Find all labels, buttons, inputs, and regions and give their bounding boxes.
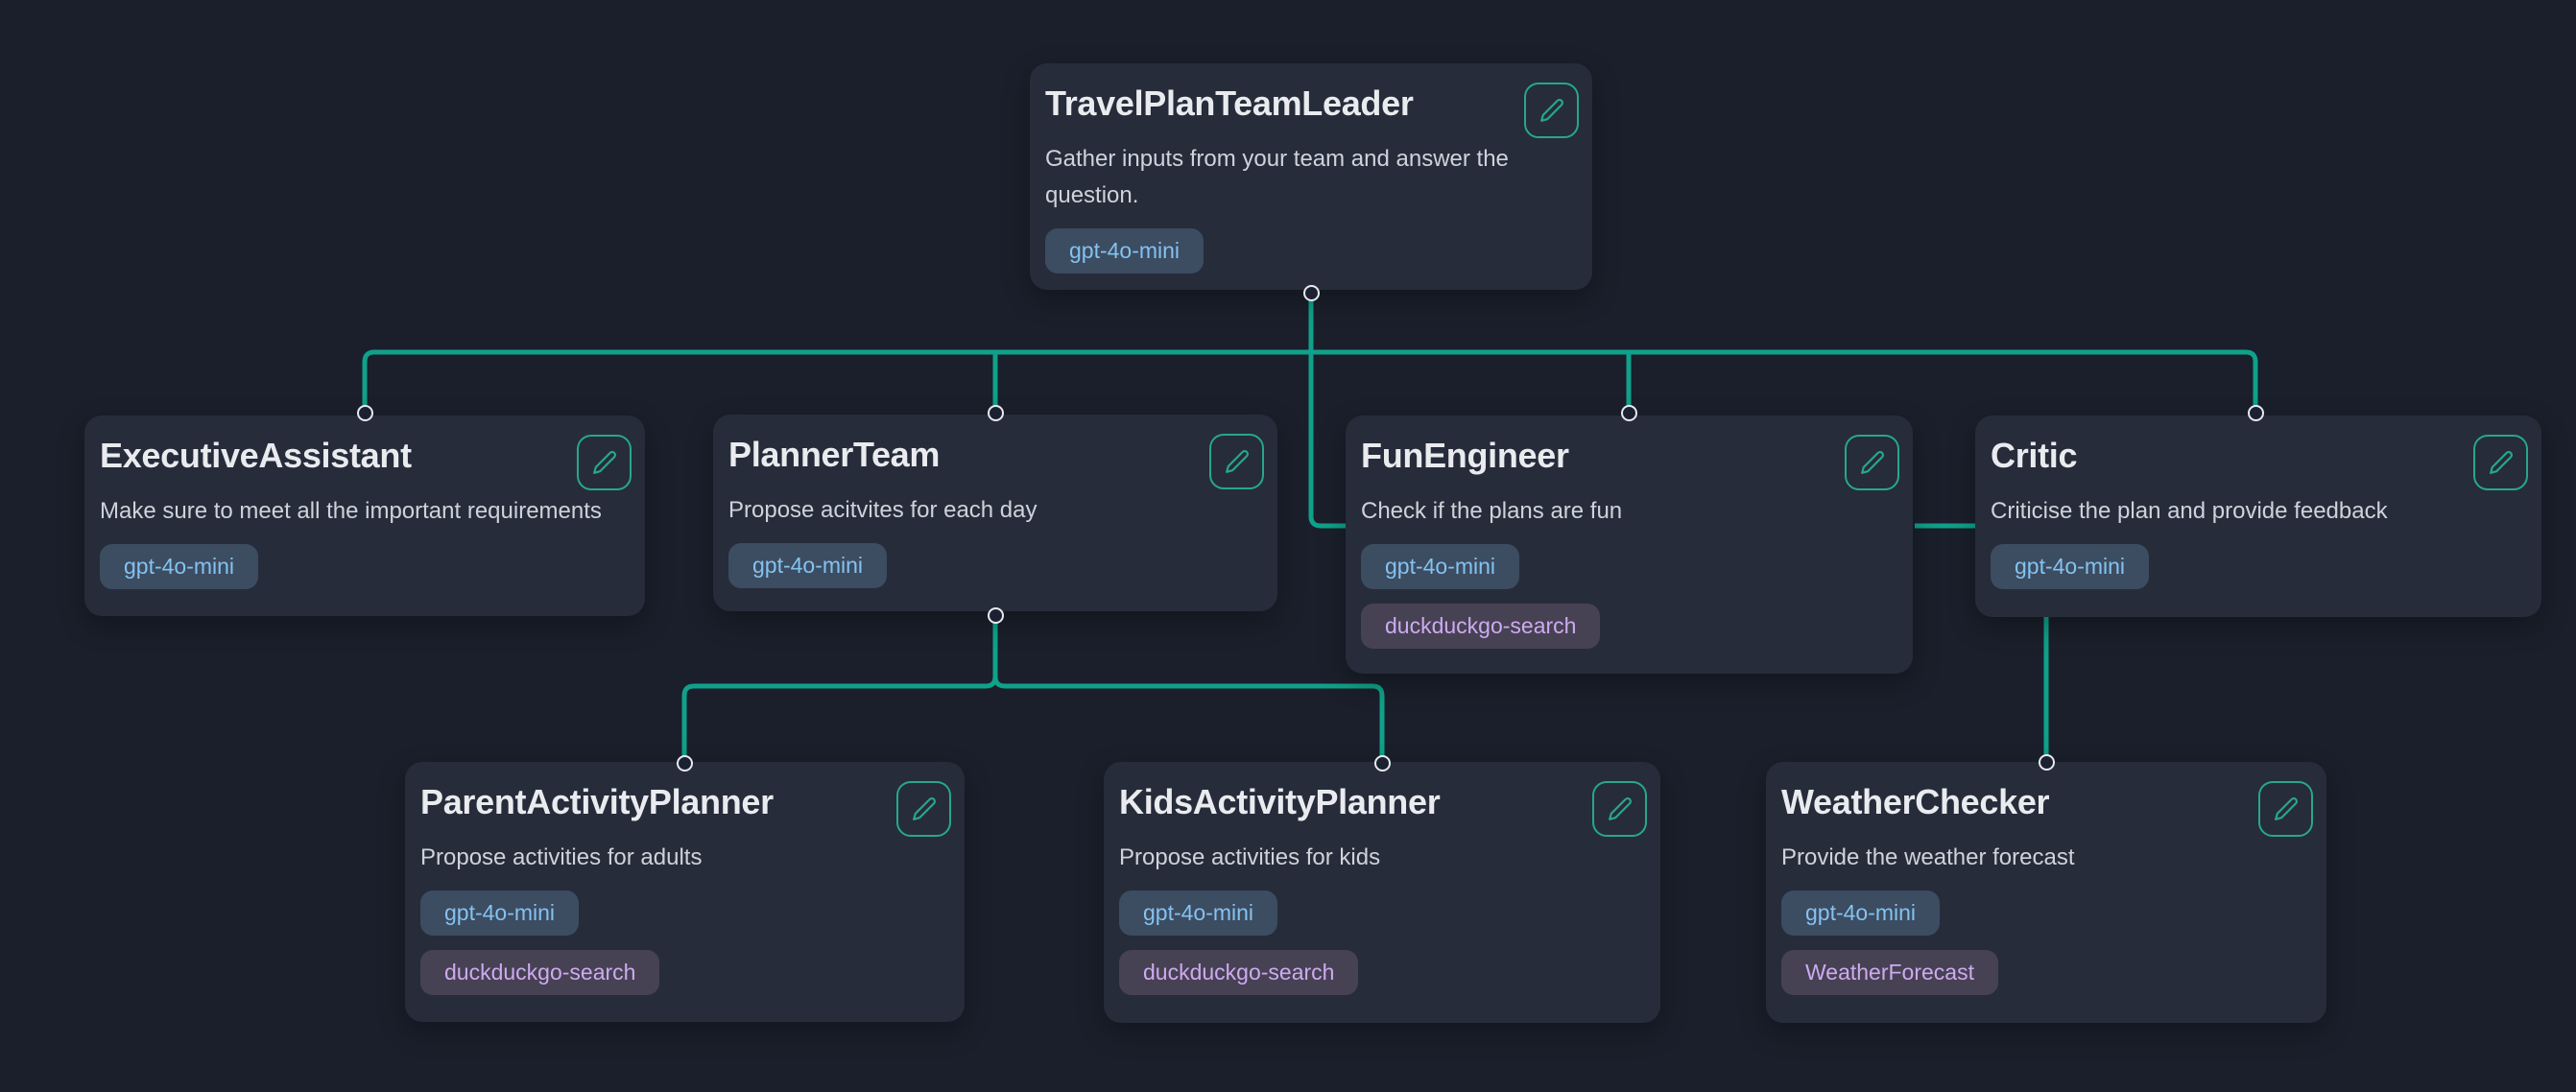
agent-node-kids-activity-planner[interactable]: KidsActivityPlanner Propose activities f… bbox=[1104, 762, 1660, 1023]
connection-edge-leader-stem-to-fun-engineer[interactable] bbox=[1308, 299, 1357, 529]
tool-badge: duckduckgo-search bbox=[420, 950, 660, 995]
connection-edge-planner-split-right[interactable] bbox=[992, 619, 1385, 757]
planner-team-top-handle[interactable] bbox=[987, 404, 1004, 421]
badge-list: gpt-4o-mini bbox=[728, 543, 1262, 588]
agent-node-travel-plan-team-leader[interactable]: TravelPlanTeamLeader Gather inputs from … bbox=[1030, 63, 1592, 290]
edit-button[interactable] bbox=[896, 781, 951, 837]
badge-list: gpt-4o-mini duckduckgo-search bbox=[1119, 890, 1645, 995]
model-badge: gpt-4o-mini bbox=[1361, 544, 1520, 589]
tool-badge: duckduckgo-search bbox=[1361, 604, 1601, 649]
pencil-icon bbox=[2274, 796, 2298, 820]
model-badge: gpt-4o-mini bbox=[100, 544, 259, 589]
agent-title: KidsActivityPlanner bbox=[1119, 782, 1441, 821]
model-badge: gpt-4o-mini bbox=[420, 890, 580, 936]
model-badge: gpt-4o-mini bbox=[1991, 544, 2150, 589]
agent-description: Gather inputs from your team and answer … bbox=[1045, 146, 1509, 208]
agent-title: WeatherChecker bbox=[1781, 782, 2050, 821]
tool-badge: duckduckgo-search bbox=[1119, 950, 1359, 995]
agent-title: TravelPlanTeamLeader bbox=[1045, 83, 1414, 123]
agent-node-planner-team[interactable]: PlannerTeam Propose acitvites for each d… bbox=[713, 415, 1277, 611]
agent-description: Provide the weather forecast bbox=[1781, 844, 2075, 870]
edit-button[interactable] bbox=[1209, 434, 1264, 489]
edit-button[interactable] bbox=[1592, 781, 1647, 837]
model-badge: gpt-4o-mini bbox=[1119, 890, 1278, 936]
edit-button[interactable] bbox=[2258, 781, 2313, 837]
kids-activity-planner-top-handle[interactable] bbox=[1373, 754, 1391, 772]
model-badge: gpt-4o-mini bbox=[1781, 890, 1941, 936]
edit-button[interactable] bbox=[1845, 435, 1899, 490]
agent-node-parent-activity-planner[interactable]: ParentActivityPlanner Propose activities… bbox=[405, 762, 965, 1022]
agent-title: FunEngineer bbox=[1361, 436, 1569, 475]
badge-list: gpt-4o-mini duckduckgo-search bbox=[1361, 544, 1897, 649]
agent-node-weather-checker[interactable]: WeatherChecker Provide the weather forec… bbox=[1766, 762, 2326, 1023]
pencil-icon bbox=[1539, 98, 1563, 122]
model-badge: gpt-4o-mini bbox=[1045, 228, 1205, 273]
critic-top-handle[interactable] bbox=[2247, 404, 2264, 421]
agent-title: ExecutiveAssistant bbox=[100, 436, 412, 475]
badge-list: gpt-4o-mini bbox=[1045, 228, 1577, 273]
badge-list: gpt-4o-mini bbox=[1991, 544, 2526, 589]
leader-bottom-handle[interactable] bbox=[1302, 284, 1320, 301]
agent-description: Propose activities for kids bbox=[1119, 844, 1381, 870]
edit-button[interactable] bbox=[1524, 83, 1579, 138]
pencil-icon bbox=[912, 796, 936, 820]
agent-node-executive-assistant[interactable]: ExecutiveAssistant Make sure to meet all… bbox=[84, 415, 645, 616]
executive-assistant-top-handle[interactable] bbox=[356, 404, 373, 421]
agent-title: ParentActivityPlanner bbox=[420, 782, 774, 821]
weather-checker-top-handle[interactable] bbox=[2038, 753, 2055, 771]
edit-button[interactable] bbox=[577, 435, 632, 490]
pencil-icon bbox=[2489, 450, 2513, 474]
agent-description: Propose activities for adults bbox=[420, 844, 703, 870]
model-badge: gpt-4o-mini bbox=[728, 543, 888, 588]
pencil-icon bbox=[1608, 796, 1632, 820]
agent-description: Propose acitvites for each day bbox=[728, 497, 1038, 523]
parent-activity-planner-top-handle[interactable] bbox=[676, 754, 693, 772]
agent-title: PlannerTeam bbox=[728, 435, 941, 474]
pencil-icon bbox=[1225, 449, 1249, 473]
badge-list: gpt-4o-mini duckduckgo-search bbox=[420, 890, 949, 995]
badge-list: gpt-4o-mini bbox=[100, 544, 630, 589]
agent-node-fun-engineer[interactable]: FunEngineer Check if the plans are fun g… bbox=[1346, 415, 1913, 674]
agent-title: Critic bbox=[1991, 436, 2078, 475]
pencil-icon bbox=[1860, 450, 1884, 474]
agent-node-critic[interactable]: Critic Criticise the plan and provide fe… bbox=[1975, 415, 2541, 617]
fun-engineer-top-handle[interactable] bbox=[1620, 404, 1637, 421]
agent-description: Check if the plans are fun bbox=[1361, 498, 1623, 524]
planner-team-bottom-handle[interactable] bbox=[987, 606, 1004, 624]
edit-button[interactable] bbox=[2473, 435, 2528, 490]
agent-description: Criticise the plan and provide feedback bbox=[1991, 498, 2388, 524]
agent-description: Make sure to meet all the important requ… bbox=[100, 498, 602, 524]
tool-badge: WeatherForecast bbox=[1781, 950, 1998, 995]
pencil-icon bbox=[592, 450, 616, 474]
